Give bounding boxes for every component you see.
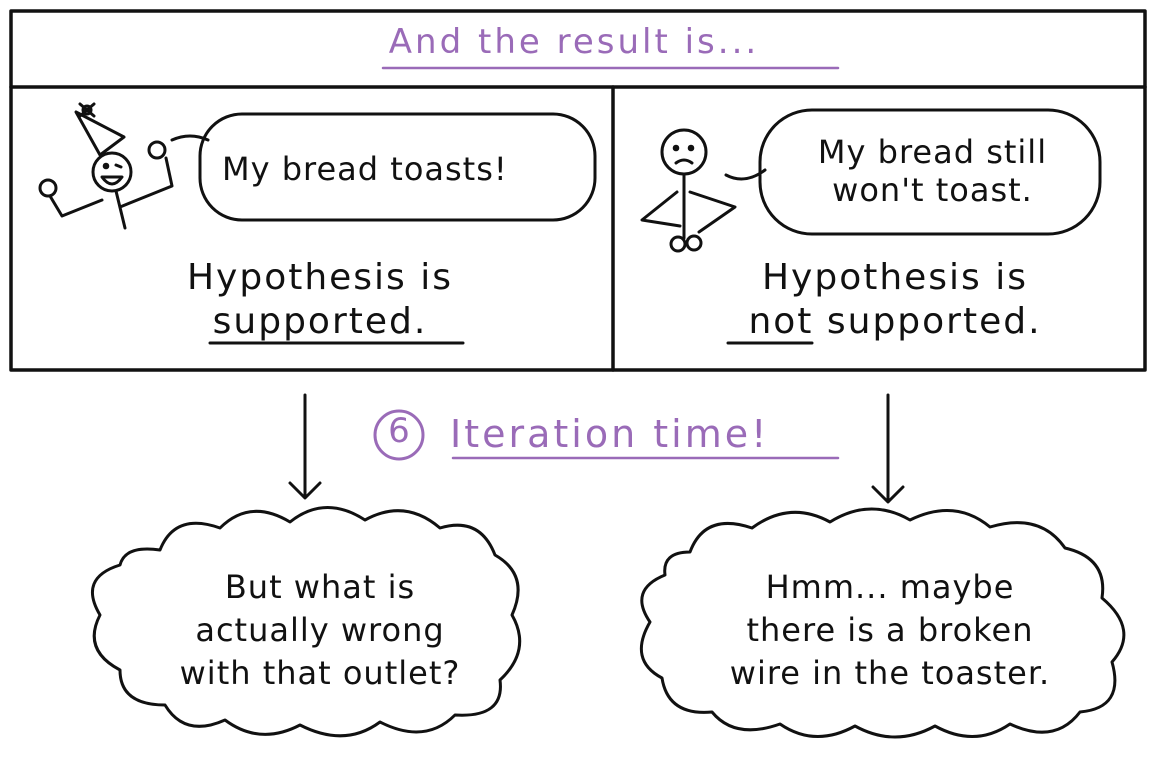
left-cloud-text: But what is actually wrong with that out… [120,566,520,695]
left-cloud-line2: actually wrong [195,611,445,649]
left-thought-cloud [90,506,522,738]
arrow-down-left-icon [288,393,322,500]
right-verdict-tail: supported. [826,301,1042,342]
left-verdict-tail: . [413,301,428,342]
header-title: And the result is... [388,22,760,62]
step-number: 6 [388,411,410,451]
sad-figure-icon [640,128,737,253]
step-number-circle [373,409,425,461]
left-cloud-line3: with that outlet? [179,654,461,692]
right-cloud-line2: there is a broken [746,611,1034,649]
happy-figure-icon [38,102,174,230]
right-cloud-text: Hmm... maybe there is a broken wire in t… [680,566,1100,695]
step-title: Iteration time! [450,412,770,456]
right-verdict-line2: not supported. [710,300,1080,344]
right-speech-text: My bread still won't toast. [790,133,1075,209]
left-verdict-line2: supported. [150,300,490,344]
results-frame [9,9,1147,372]
left-speech-text: My bread toasts! [222,150,508,188]
left-verdict-keyword: supported [212,301,414,342]
right-cloud-line1: Hmm... maybe [765,568,1015,606]
right-cloud-line3: wire in the toaster. [729,654,1051,692]
arrow-down-right-icon [871,393,905,504]
right-speech-line1: My bread still [817,133,1048,171]
left-verdict: Hypothesis is supported. [150,256,490,344]
left-verdict-line1: Hypothesis is [186,257,454,298]
right-speech-line2: won't toast. [832,171,1033,209]
right-thought-cloud [640,507,1126,739]
right-verdict-keyword: not [748,301,814,342]
left-cloud-line1: But what is [224,568,416,606]
left-speech-bubble [198,112,597,222]
right-verdict-line1: Hypothesis is [761,257,1029,298]
right-verdict: Hypothesis is not supported. [710,256,1080,344]
